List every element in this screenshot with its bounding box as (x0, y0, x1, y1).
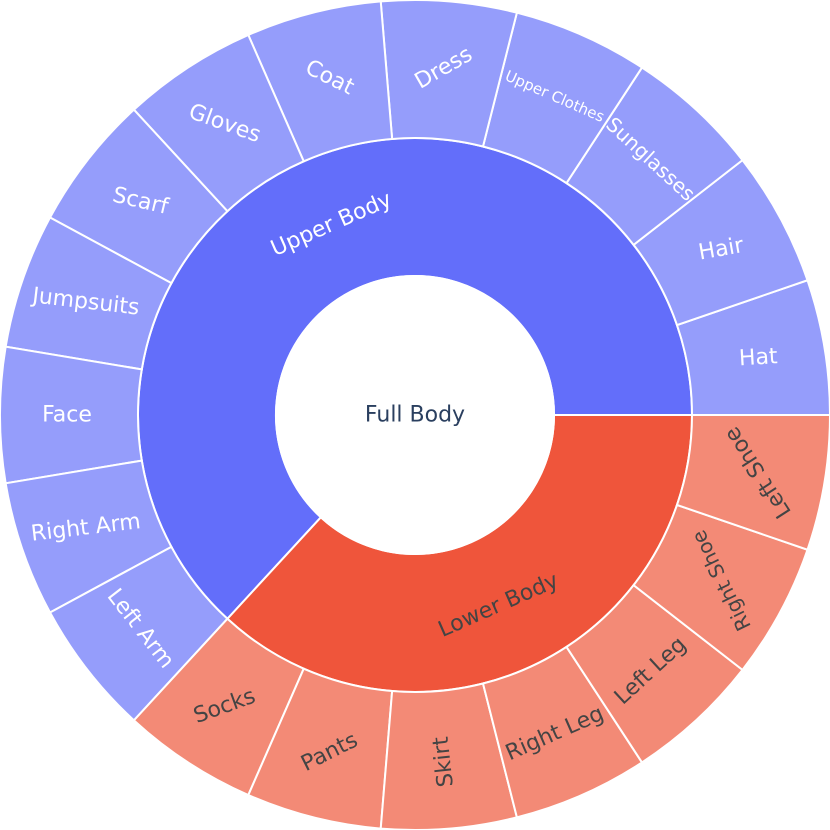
label-hat: Hat (738, 344, 778, 371)
segment-left-shoe[interactable] (675, 414, 830, 552)
center-label-full-body: Full Body (365, 403, 465, 428)
segment-full-body[interactable] (275, 275, 555, 555)
label-skirt: Skirt (429, 735, 459, 788)
label-face: Face (42, 403, 92, 428)
